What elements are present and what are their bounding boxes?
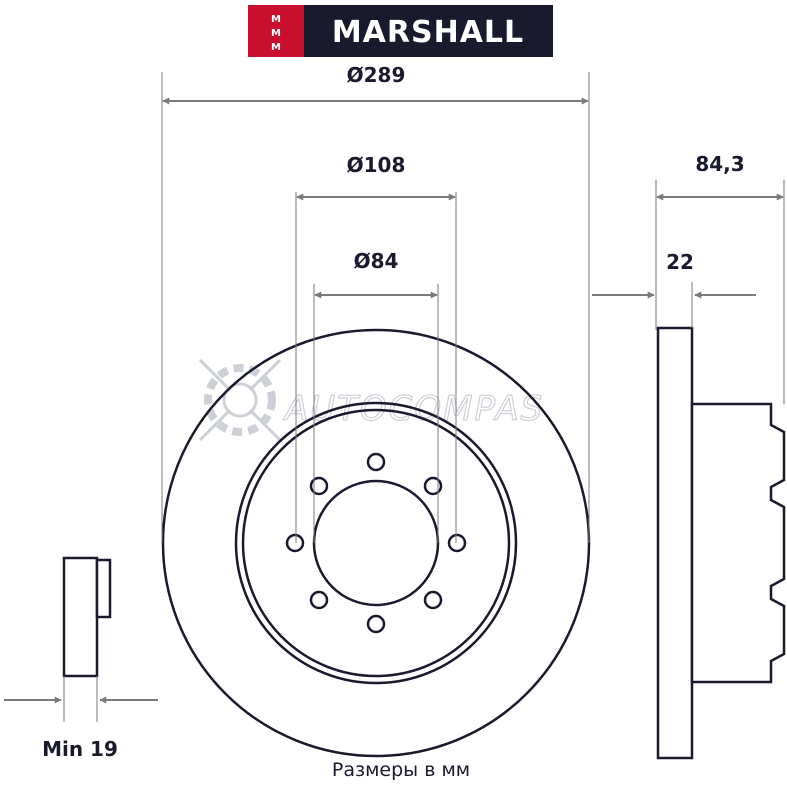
min-thickness-detail: Min 19 — [4, 556, 158, 761]
center-bore-dimension: Ø84 — [313, 249, 439, 543]
disc-thickness-dimension: 22 — [592, 250, 756, 328]
units-caption: Размеры в мм — [332, 759, 470, 781]
center-bore-label: Ø84 — [354, 249, 399, 273]
bolt-circle-label: Ø108 — [347, 153, 406, 177]
total-height-label: 84,3 — [695, 152, 744, 176]
brand-mark-letter-2: M — [271, 28, 281, 39]
brand-name: MARSHALL — [332, 15, 524, 50]
bolt-hole — [366, 614, 386, 634]
watermark: AUTOCOMPAS — [198, 358, 543, 442]
bolt-hole — [423, 476, 443, 496]
disc-side-hat — [690, 402, 786, 684]
disc-center-bore — [312, 479, 440, 607]
bolt-hole — [366, 452, 386, 472]
disc-side-view — [656, 326, 786, 760]
brand-mark-letter-1: M — [271, 14, 281, 25]
bolt-hole — [423, 590, 443, 610]
min-thickness-label: Min 19 — [42, 737, 118, 761]
disc-front-view — [161, 328, 591, 758]
bolt-hole — [285, 533, 305, 553]
brand-logo: M M M MARSHALL — [248, 5, 553, 57]
disc-thickness-label: 22 — [666, 250, 694, 274]
gear-wheel-icon — [198, 358, 282, 442]
outer-diameter-label: Ø289 — [347, 63, 406, 87]
bolt-hole — [309, 476, 329, 496]
brand-mark-letter-3: M — [271, 42, 281, 53]
outer-diameter-dimension: Ø289 — [161, 63, 590, 543]
disc-side-friction-ring — [656, 326, 694, 760]
bolt-circle-dimension: Ø108 — [295, 153, 457, 543]
total-height-dimension: 84,3 — [655, 152, 785, 404]
disc-friction-ring-edge — [234, 401, 518, 685]
min-thickness-step — [95, 558, 112, 619]
min-thickness-section — [62, 556, 99, 678]
bolt-hole — [447, 533, 467, 553]
brand-mark-background — [248, 5, 304, 57]
disc-hat-edge — [241, 408, 511, 678]
bolt-hole — [309, 590, 329, 610]
bolt-holes — [285, 452, 467, 634]
brand-name-background — [304, 5, 553, 57]
